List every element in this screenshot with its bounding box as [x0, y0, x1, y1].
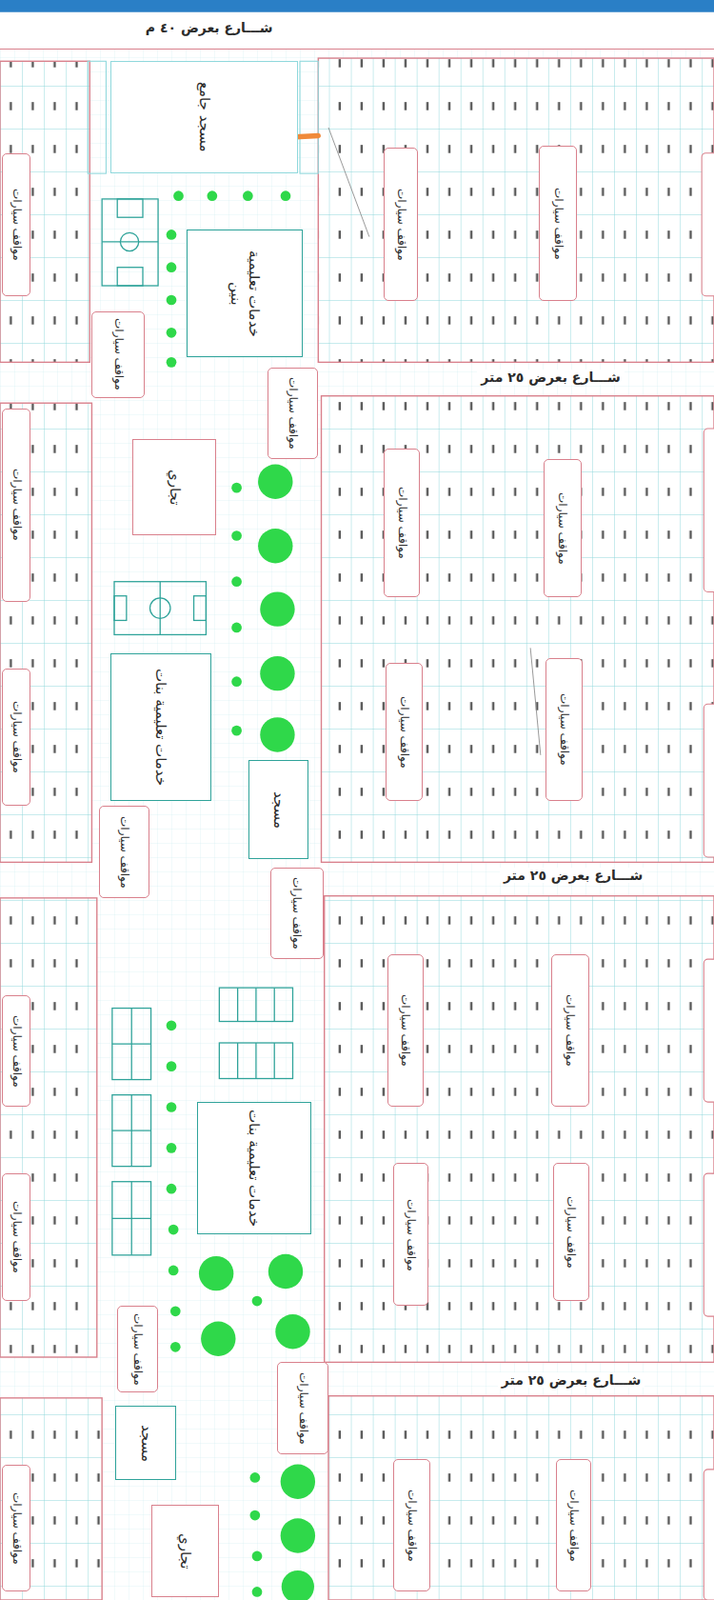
parking-lot: مواقف سيارات [1, 1464, 31, 1592]
plot-label: خدمات تعليمية بنات [244, 1109, 263, 1227]
parking-lot: مواقف سيارات [555, 1458, 593, 1591]
plot-label: تجاري [176, 1532, 195, 1568]
parking-label: مواقف سيارات [296, 1371, 311, 1445]
parking-label: مواقف سيارات [403, 1198, 418, 1271]
plot-label: تجاري [165, 469, 184, 505]
facility-plot: مسجد جامع [110, 60, 298, 174]
street-label: شـــارع بعرض ٢٥ متر [499, 867, 648, 883]
parking-label: مواقف سيارات [562, 993, 577, 1067]
parking-lot: مواقف سيارات [385, 662, 423, 801]
parking-label: مواقف سيارات [9, 1014, 24, 1088]
parking-label: مواقف سيارات [9, 468, 24, 541]
parking-lot: مواقف سيارات [538, 145, 578, 301]
facility-plot: مسجد [115, 1405, 177, 1479]
commercial-plot: تجاري [151, 1504, 220, 1596]
plot-label: خدمات تعليمية بنين [226, 236, 263, 351]
commercial-plot: تجاري [132, 438, 217, 536]
facility-plot: مسجد [248, 759, 308, 859]
parking-lot: مواقف سيارات [270, 867, 324, 959]
parking-label: مواقف سيارات [9, 1491, 24, 1565]
street-label: شـــارع بعرض ٢٥ متر [497, 1371, 646, 1388]
parking-label: مواقف سيارات [9, 700, 24, 774]
parking-label: مواقف سيارات [555, 492, 570, 565]
parking-lot: مواقف سيارات [1, 994, 31, 1108]
parking-lot: مواقف سيارات [543, 458, 582, 597]
plot-label: مسجد [269, 791, 288, 829]
plot-label: خدمات تعليمية بنات [151, 668, 170, 786]
parking-label: مواقف سيارات [117, 815, 132, 889]
parking-label: مواقف سيارات [9, 1200, 24, 1273]
parking-label: مواقف سيارات [556, 693, 572, 766]
parking-label: مواقف سيارات [111, 317, 126, 391]
parking-label: مواقف سيارات [285, 376, 300, 450]
facility-plot: خدمات تعليمية بنات [110, 653, 212, 801]
parking-lot: مواقف سيارات [1, 408, 31, 603]
parking-lot: مواقف سيارات [551, 953, 591, 1108]
parking-label: مواقف سيارات [397, 993, 413, 1067]
parking-label: مواقف سيارات [130, 1312, 145, 1386]
parking-lot: مواقف سيارات [393, 1162, 430, 1306]
plot-label: مسجد جامع [195, 81, 214, 153]
parking-lot: مواقف سيارات [383, 147, 418, 301]
parking-label: مواقف سيارات [563, 1195, 578, 1269]
parking-label: مواقف سيارات [396, 695, 412, 769]
street-label: شـــارع بعرض ٢٥ متر [476, 369, 625, 385]
parking-label: مواقف سيارات [394, 188, 409, 261]
parking-lot: مواقف سيارات [393, 1458, 432, 1591]
parking-lot: مواقف سيارات [383, 448, 421, 596]
parking-lot: مواقف سيارات [277, 1361, 329, 1453]
parking-lot: مواقف سيارات [99, 805, 151, 897]
parking-label: مواقف سيارات [551, 187, 566, 260]
street-label: شـــارع بعرض ٤٠ م [141, 19, 278, 36]
facility-plot: خدمات تعليمية بنين [186, 229, 303, 357]
parking-lot: مواقف سيارات [545, 657, 583, 801]
parking-label: مواقف سيارات [289, 876, 304, 950]
parking-lot: مواقف سيارات [553, 1162, 591, 1301]
plot-label: مسجد [137, 1424, 156, 1462]
parking-label: مواقف سيارات [566, 1488, 581, 1562]
parking-lot: مواقف سيارات [387, 953, 424, 1108]
parking-label: مواقف سيارات [395, 486, 410, 559]
parking-label: مواقف سيارات [9, 188, 24, 261]
parking-label: مواقف سيارات [404, 1488, 419, 1562]
parking-lot: مواقف سيارات [1, 1172, 31, 1301]
parking-lot: مواقف سيارات [267, 367, 319, 459]
facility-plot: خدمات تعليمية بنات [197, 1101, 312, 1234]
parking-lot: مواقف سيارات [1, 153, 31, 297]
parking-lot: مواقف سيارات [91, 311, 145, 398]
parking-lot: مواقف سيارات [117, 1305, 159, 1392]
parking-lot: مواقف سيارات [1, 668, 31, 807]
